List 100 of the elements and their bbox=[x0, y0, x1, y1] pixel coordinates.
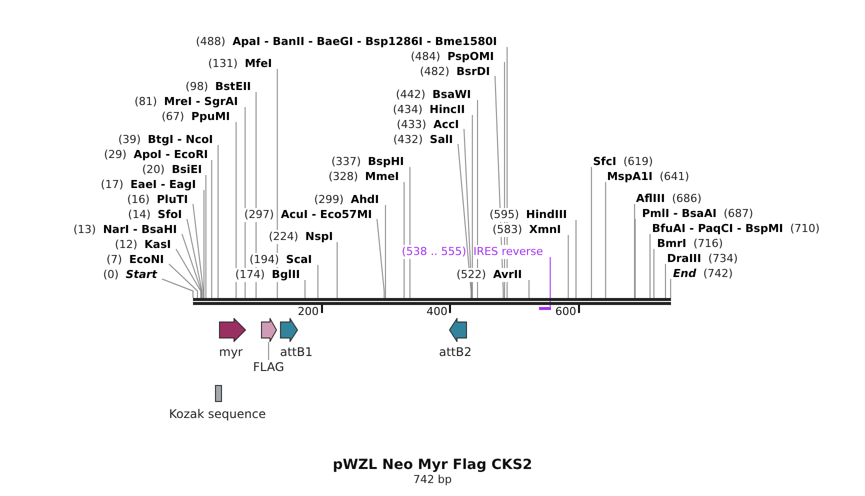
leader-line bbox=[336, 242, 338, 298]
cut-position: (224) bbox=[268, 230, 298, 244]
leader-line bbox=[550, 256, 551, 308]
leader-line bbox=[568, 234, 569, 298]
cut-position: (595) bbox=[489, 208, 520, 222]
leader-line bbox=[236, 122, 237, 298]
cut-position: (67) bbox=[162, 110, 184, 124]
feature-label: myr bbox=[219, 345, 243, 359]
leader-line bbox=[477, 100, 478, 298]
cut-position: (39) bbox=[118, 133, 141, 147]
enzyme-name: ApaI - BanII - BaeGI - Bsp1286I - Bme1580I bbox=[232, 35, 498, 49]
cut-position: (687) bbox=[724, 207, 754, 221]
leader-line bbox=[664, 264, 666, 298]
cut-position: (194) bbox=[249, 253, 280, 267]
cut-position: (16) bbox=[127, 193, 150, 207]
leader-line bbox=[528, 280, 530, 298]
leader-line bbox=[162, 278, 194, 298]
cut-position: (297) bbox=[244, 208, 274, 222]
cut-position: (12) bbox=[114, 238, 138, 252]
cut-position: (14) bbox=[128, 208, 151, 222]
leader-line bbox=[605, 182, 606, 298]
enzyme-name: NspI bbox=[305, 230, 334, 244]
cut-position: (131) bbox=[208, 57, 238, 71]
enzyme-name: PspOMI bbox=[447, 50, 494, 64]
sequence-backbone bbox=[193, 298, 671, 305]
leader-line bbox=[186, 218, 202, 298]
leader-line bbox=[590, 166, 592, 298]
cut-position: (619) bbox=[623, 155, 653, 169]
leader-line bbox=[472, 114, 473, 298]
cut-position: (710) bbox=[790, 222, 820, 236]
leader-line bbox=[634, 218, 636, 298]
leader-line bbox=[384, 204, 386, 298]
feature-label: FLAG bbox=[253, 360, 284, 374]
cut-position: (716) bbox=[693, 237, 723, 251]
leader-line bbox=[218, 144, 219, 298]
enzyme-name: BspHI bbox=[368, 155, 404, 169]
leader-line bbox=[464, 128, 472, 298]
cut-position: (7) bbox=[106, 253, 122, 267]
primer-mark bbox=[539, 307, 551, 310]
leader-line bbox=[409, 166, 410, 298]
enzyme-name: ApoI - EcoRI bbox=[134, 148, 208, 162]
cut-position: (433) bbox=[396, 118, 426, 132]
enzyme-name: BfuAI - PaqCI - BspMI bbox=[652, 222, 784, 236]
feature-label: Kozak sequence bbox=[169, 407, 266, 421]
cut-position: (299) bbox=[314, 193, 344, 207]
cut-position: (432) bbox=[393, 133, 423, 147]
leader-line bbox=[653, 248, 654, 298]
leader-line bbox=[404, 182, 405, 298]
cut-position: (583) bbox=[492, 223, 522, 237]
leader-line bbox=[650, 234, 651, 298]
leader-line bbox=[192, 204, 204, 298]
cut-position: (482) bbox=[420, 65, 450, 79]
primer-name: IRES reverse bbox=[473, 245, 544, 259]
cut-position: (29) bbox=[104, 148, 127, 162]
leader-line bbox=[458, 144, 472, 298]
leader-line bbox=[317, 264, 318, 298]
cut-position: (641) bbox=[660, 170, 690, 184]
cut-position: (484) bbox=[410, 50, 440, 64]
leader-line bbox=[376, 218, 385, 298]
cut-position: (174) bbox=[235, 268, 265, 282]
cut-position: (734) bbox=[708, 252, 738, 266]
tick-label: 400 bbox=[426, 305, 448, 318]
leader-line bbox=[182, 234, 202, 298]
cut-position: (328) bbox=[328, 170, 358, 184]
cut-position: (20) bbox=[142, 163, 165, 177]
cut-position: (742) bbox=[703, 267, 733, 281]
sequence-length: 742 bp bbox=[413, 473, 452, 487]
tick-label: 200 bbox=[298, 305, 319, 318]
leader-line bbox=[176, 248, 202, 298]
enzyme-name: EaeI - EagI bbox=[130, 178, 196, 192]
primer-range: (538 .. 555) bbox=[402, 245, 466, 259]
feature-label: attB1 bbox=[280, 345, 313, 359]
cut-position: (488) bbox=[196, 35, 226, 49]
enzyme-name: BglII bbox=[272, 268, 300, 282]
leader-line bbox=[205, 174, 206, 298]
cut-position: (98) bbox=[186, 80, 208, 94]
feature-label: attB2 bbox=[439, 345, 472, 359]
cut-position: (686) bbox=[672, 192, 702, 206]
cut-position: (0) bbox=[103, 268, 119, 282]
leader-line bbox=[211, 160, 212, 298]
enzyme-name: MspA1I bbox=[606, 170, 653, 184]
feature-marker bbox=[261, 318, 277, 342]
enzyme-name: AvrII bbox=[493, 268, 522, 282]
enzyme-name: BtgI - NcoI bbox=[148, 133, 214, 147]
leader-line bbox=[304, 280, 306, 298]
enzyme-name: MreI - SgrAI bbox=[164, 95, 238, 109]
diagram-title: pWZL Neo Myr Flag CKS2 bbox=[332, 456, 532, 474]
leader-line bbox=[670, 278, 672, 298]
cut-position: (13) bbox=[73, 223, 96, 237]
tick-label: 600 bbox=[555, 305, 576, 318]
leader-line bbox=[203, 190, 204, 298]
cut-position: (434) bbox=[392, 103, 422, 117]
cut-position: (337) bbox=[331, 155, 361, 169]
leader-line bbox=[268, 342, 270, 360]
cut-position: (81) bbox=[134, 95, 158, 109]
leader-line bbox=[168, 264, 198, 298]
cut-position: (442) bbox=[396, 88, 426, 102]
cut-position: (17) bbox=[100, 178, 124, 192]
cut-position: (522) bbox=[456, 268, 486, 282]
leader-line bbox=[634, 204, 636, 298]
